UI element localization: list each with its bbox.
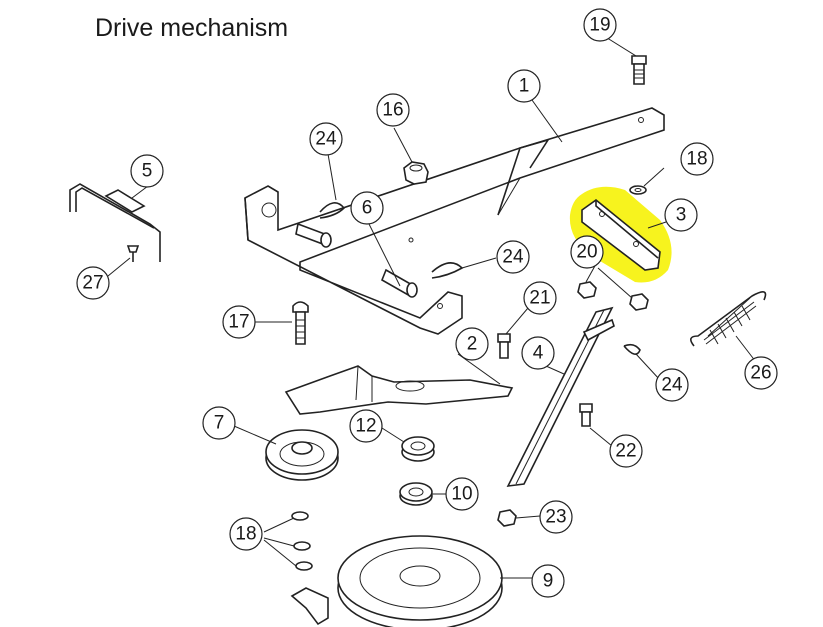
callout-4: 4 [521, 336, 555, 370]
callout-6: 6 [350, 191, 384, 225]
callout-2: 2 [455, 327, 489, 361]
callout-5: 5 [130, 154, 164, 188]
svg-text:18: 18 [686, 149, 707, 170]
callout-24-a: 24 [309, 122, 343, 156]
svg-text:9: 9 [543, 571, 554, 592]
part-3-plate [581, 198, 661, 271]
part-26-spring [690, 291, 767, 347]
svg-text:21: 21 [529, 288, 550, 309]
part-17-bolt [292, 301, 309, 345]
part-5-bracket [69, 183, 161, 262]
callout-9: 9 [531, 564, 565, 598]
part-27-screw [126, 245, 140, 262]
part-23-nut [497, 509, 517, 527]
callout-16: 16 [376, 93, 410, 127]
svg-text:16: 16 [382, 100, 403, 121]
callout-18-top: 18 [680, 142, 714, 176]
part-21-bolt [497, 333, 511, 359]
svg-text:23: 23 [545, 507, 566, 528]
part-24-clip-b [431, 262, 464, 279]
part-4-bar [506, 306, 615, 487]
callout-18-bottom: 18 [229, 517, 263, 551]
callout-3: 3 [664, 198, 698, 232]
svg-text:22: 22 [615, 441, 636, 462]
part-18-washer-top [629, 185, 647, 195]
callout-22: 22 [609, 434, 643, 468]
svg-text:20: 20 [576, 242, 597, 263]
svg-text:27: 27 [82, 273, 103, 294]
callout-26: 26 [744, 356, 778, 390]
svg-text:26: 26 [750, 363, 771, 384]
svg-text:5: 5 [142, 161, 153, 182]
svg-text:1: 1 [519, 76, 530, 97]
part-16-nut [403, 161, 429, 185]
svg-text:12: 12 [355, 416, 376, 437]
part-10-bearing [399, 482, 433, 506]
part-7-pulley [265, 429, 339, 481]
part-1-drive-arm [244, 107, 665, 335]
svg-text:7: 7 [214, 413, 225, 434]
callout-12: 12 [349, 409, 383, 443]
svg-text:18: 18 [235, 524, 256, 545]
bottom-bracket [290, 587, 329, 626]
diagram-title: Drive mechanism [95, 14, 289, 42]
callout-24-b: 24 [496, 240, 530, 274]
svg-text:6: 6 [362, 198, 373, 219]
part-24-clip-c [623, 343, 641, 355]
part-2-plate [284, 365, 514, 415]
svg-text:24: 24 [315, 129, 337, 150]
svg-text:3: 3 [676, 205, 687, 226]
svg-text:10: 10 [451, 484, 472, 505]
callout-23: 23 [539, 500, 573, 534]
svg-text:17: 17 [228, 312, 249, 333]
callout-19: 19 [583, 8, 617, 42]
callout-20: 20 [570, 235, 604, 269]
part-19-bolt [631, 55, 647, 85]
svg-text:24: 24 [502, 247, 524, 268]
part-22-bolt [579, 403, 593, 427]
part-9-large-pulley [337, 535, 503, 627]
svg-text:24: 24 [661, 375, 683, 396]
callout-7: 7 [202, 406, 236, 440]
callout-27: 27 [76, 266, 110, 300]
callout-10: 10 [445, 477, 479, 511]
part-24-clip-a [319, 202, 346, 219]
part-20-nuts [577, 281, 649, 311]
callout-21: 21 [523, 281, 557, 315]
svg-text:4: 4 [533, 343, 544, 364]
part-18-washers-bottom [291, 511, 313, 571]
callout-24-c: 24 [655, 368, 689, 402]
callout-1: 1 [507, 69, 541, 103]
svg-text:2: 2 [467, 334, 478, 355]
part-12-bearing [401, 436, 435, 462]
callout-17: 17 [222, 305, 256, 339]
svg-text:19: 19 [589, 15, 610, 36]
